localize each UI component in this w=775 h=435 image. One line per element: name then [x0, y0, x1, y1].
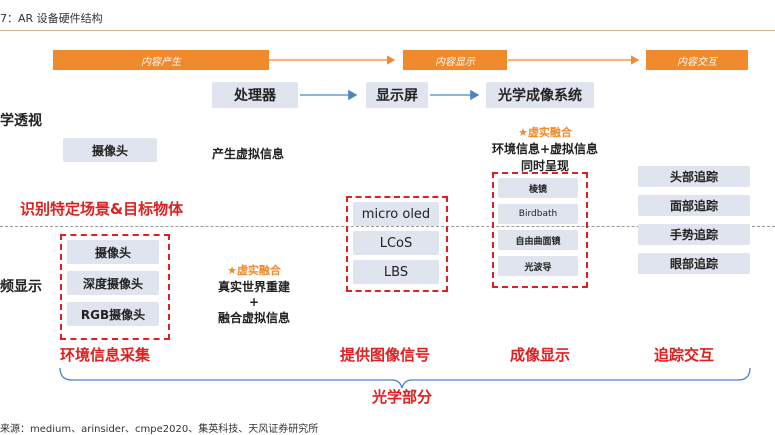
- optics-frame: [492, 172, 588, 288]
- section-image-signal: 提供图像信号: [340, 346, 431, 364]
- bar-content-generate: 内容产生: [53, 50, 269, 70]
- fusion-mid-group: ★虚实融合 真实世界重建 + 融合虚拟信息: [196, 262, 312, 326]
- track-eye: 眼部追踪: [638, 253, 750, 274]
- fusion-top-group: ★虚实融合 环境信息+虚拟信息 同时呈现: [480, 124, 610, 174]
- optics-part-label: 光学部分: [372, 388, 433, 406]
- processor-box: 处理器: [212, 82, 298, 108]
- top-divider: [0, 30, 775, 31]
- fusion-top-title: 虚实融合: [527, 126, 572, 139]
- display-lbs: LBS: [353, 260, 439, 284]
- fusion-top-line2: 同时呈现: [520, 159, 569, 173]
- fusion-mid-line1: 真实世界重建: [217, 280, 290, 294]
- fusion-mid-line2: +: [248, 295, 260, 309]
- optics-system-box: 光学成像系统: [486, 82, 594, 108]
- source-note: 来源：medium、arinsider、cmpe2020、集英科技、天风证券研究…: [0, 424, 319, 435]
- optics-freeform: 自由曲面镜: [498, 230, 578, 250]
- track-head: 头部追踪: [638, 166, 750, 187]
- fusion-top-line1: 环境信息+虚拟信息: [491, 142, 599, 156]
- star-icon: ★: [518, 126, 528, 139]
- display-screen-box: 显示屏: [366, 82, 428, 108]
- label-video-see-through: 频显示: [0, 279, 42, 295]
- optics-prism: 棱镜: [498, 178, 578, 198]
- env-box-camera: 摄像头: [67, 240, 159, 264]
- figure-caption: 7：AR 设备硬件结构: [0, 12, 103, 25]
- track-face: 面部追踪: [638, 195, 750, 216]
- optics-bracket: [59, 367, 751, 389]
- bar-content-interact: 内容交互: [646, 50, 748, 70]
- display-lcos: LCoS: [353, 231, 439, 255]
- middle-dashed-divider: [0, 226, 775, 227]
- optics-birdbath: Birdbath: [498, 204, 578, 224]
- display-micro-oled: micro oled: [353, 202, 439, 226]
- display-frame: [346, 196, 448, 292]
- section-imaging: 成像显示: [510, 346, 571, 364]
- section-env-capture: 环境信息采集: [60, 346, 151, 364]
- fusion-mid-title: 虚实融合: [236, 264, 281, 277]
- recognize-text: 识别特定场景&目标物体: [20, 200, 184, 218]
- generate-virtual-text: 产生虚拟信息: [212, 147, 285, 161]
- track-gesture: 手势追踪: [638, 224, 750, 245]
- star-icon-mid: ★: [227, 264, 237, 277]
- bar-content-display: 内容显示: [403, 50, 507, 70]
- fusion-mid-line3: 融合虚拟信息: [217, 311, 290, 325]
- label-optical-see-through: 学透视: [0, 113, 42, 129]
- env-box-depth-camera: 深度摄像头: [67, 271, 159, 295]
- camera-box-upper: 摄像头: [63, 138, 157, 162]
- env-capture-frame: [60, 234, 170, 340]
- section-tracking: 追踪交互: [654, 346, 715, 364]
- optics-waveguide: 光波导: [498, 256, 578, 276]
- env-box-rgb-camera: RGB摄像头: [67, 302, 159, 326]
